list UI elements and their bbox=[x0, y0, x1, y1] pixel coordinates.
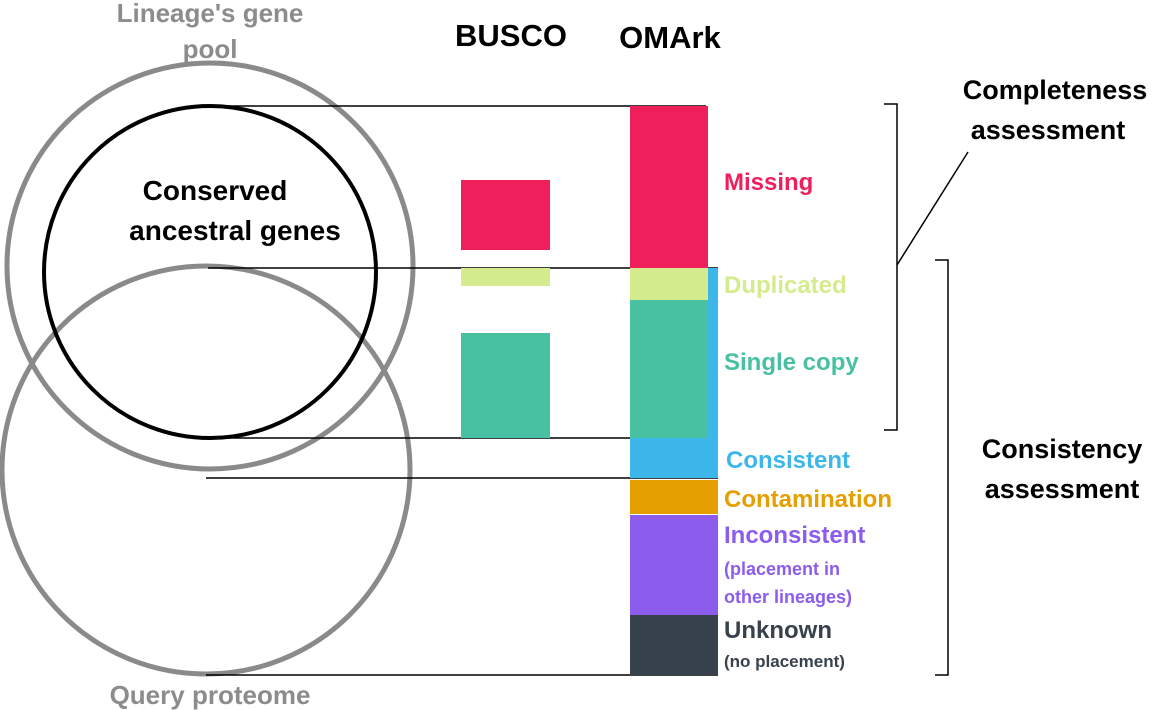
busco-duplicated-bar bbox=[461, 268, 550, 286]
omark-consistent-bar bbox=[630, 438, 718, 478]
busco-single-copy-bar bbox=[461, 333, 550, 438]
inconsistent-note-line2: other lineages) bbox=[724, 587, 852, 607]
unknown-note: (no placement) bbox=[724, 652, 845, 671]
gene-pool-circle bbox=[4, 60, 416, 472]
omark-duplicated-bar bbox=[630, 268, 708, 300]
omark-missing-bar bbox=[630, 106, 708, 268]
omark-inconsistent-bar bbox=[630, 515, 718, 615]
conserved-genes-label-line1: Conserved bbox=[143, 175, 288, 206]
completeness-pointer bbox=[896, 151, 969, 266]
omark-contamination-bar bbox=[630, 480, 718, 514]
omark-unknown-bar bbox=[630, 615, 718, 675]
inconsistent-note-line1: (placement in bbox=[724, 559, 840, 579]
unknown-label: Unknown bbox=[724, 617, 832, 644]
completeness-label-line2: assessment bbox=[971, 115, 1126, 145]
consistency-bracket bbox=[935, 259, 949, 676]
omark-header: OMArk bbox=[619, 20, 721, 55]
missing-label: Missing bbox=[724, 169, 813, 196]
busco-missing-bar bbox=[461, 180, 550, 250]
conserved-genes-circle bbox=[42, 104, 378, 440]
omark-consistent-side-bar bbox=[708, 268, 718, 438]
gene-pool-title-line1: Lineage's gene bbox=[117, 0, 304, 28]
consistency-label-line1: Consistency bbox=[982, 434, 1143, 464]
omark-single-copy-bar bbox=[630, 300, 708, 438]
query-proteome-label: Query proteome bbox=[110, 680, 311, 710]
busco-header: BUSCO bbox=[455, 18, 567, 53]
consistency-label-line2: assessment bbox=[985, 474, 1140, 504]
single-copy-label: Single copy bbox=[724, 349, 859, 376]
conserved-genes-label-line2: ancestral genes bbox=[129, 215, 341, 246]
contamination-label: Contamination bbox=[724, 486, 892, 513]
duplicated-label: Duplicated bbox=[724, 272, 847, 299]
inconsistent-label: Inconsistent bbox=[724, 522, 865, 549]
completeness-label-line1: Completeness bbox=[963, 75, 1148, 105]
gene-pool-title-line2: pool bbox=[183, 34, 238, 64]
consistent-label: Consistent bbox=[726, 447, 850, 474]
completeness-bracket bbox=[884, 103, 898, 431]
query-proteome-circle bbox=[0, 263, 413, 677]
